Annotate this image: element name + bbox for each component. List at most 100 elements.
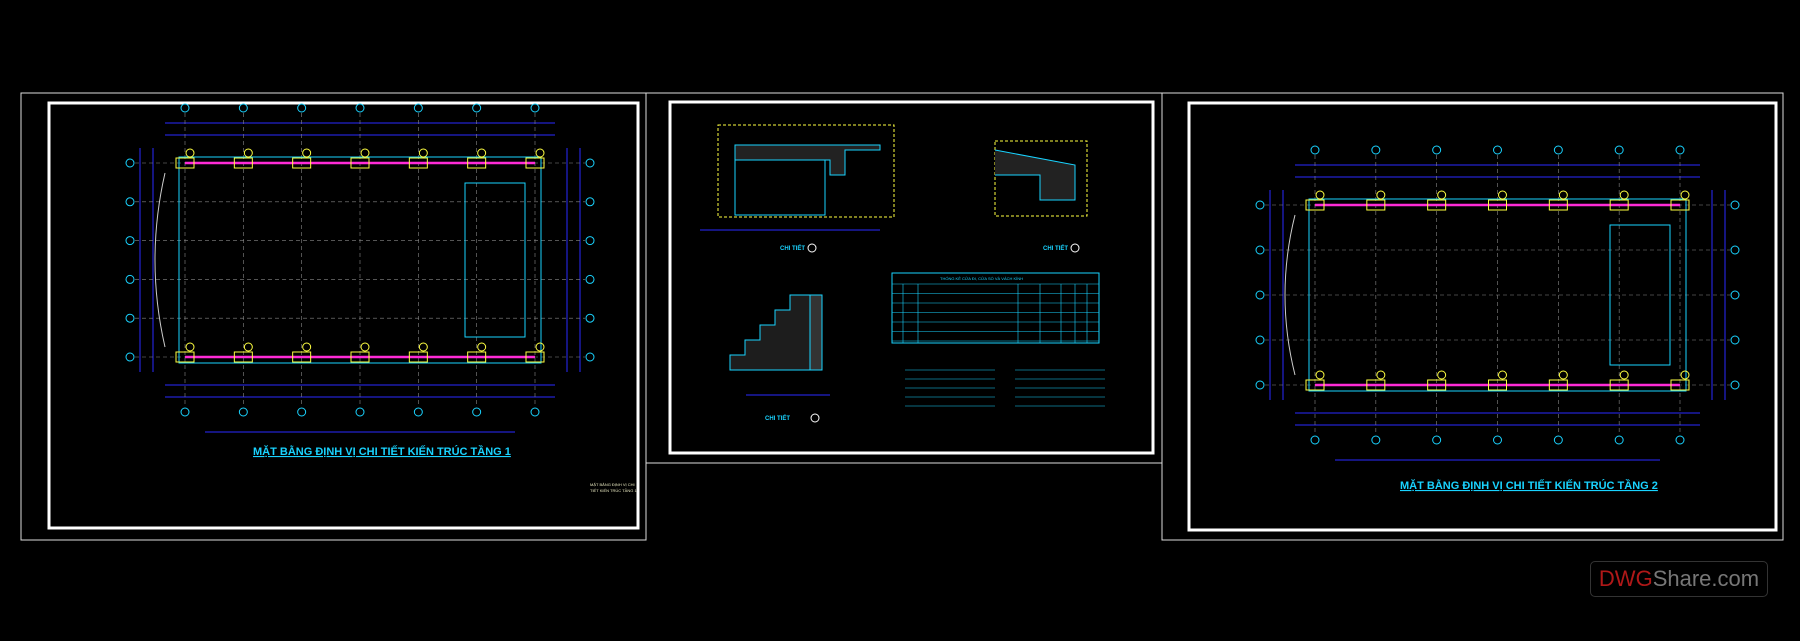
axis-bubble [125,274,135,284]
column-tag [1619,370,1629,380]
axis-bubble [125,313,135,323]
detail-label-2: CHI TIẾT [1043,245,1068,252]
column-tag [243,342,253,352]
axis-bubble [297,407,307,417]
axis-bubble [125,352,135,362]
detail-2: CHI TIẾT [994,140,1088,253]
axis-bubble [1432,435,1442,445]
column [1305,199,1325,211]
column-tag [1498,190,1507,200]
axis-bubble [530,103,540,113]
column-tag [477,342,487,352]
plan-title-level-1: MẶT BẰNG ĐỊNH VỊ CHI TIẾT KIẾN TRÚC TẦNG… [253,445,511,458]
axis-bubble [1614,435,1624,445]
column-tag [1558,370,1568,380]
curved-facade [154,172,166,348]
axis-bubble [585,236,595,246]
column [1427,379,1447,391]
axis-bubble [1432,145,1442,155]
column-tag [418,148,428,158]
plan-title-level-2: MẶT BẰNG ĐỊNH VỊ CHI TIẾT KIẾN TRÚC TẦNG… [1400,479,1658,492]
watermark-brand-red: DWG [1598,566,1653,591]
axis-bubble [1255,380,1265,390]
column [233,351,253,363]
column [1548,199,1568,211]
axis-bubble [413,103,423,113]
axis-bubble [355,103,365,113]
column [175,351,195,363]
table-title: THỐNG KÊ CỬA ĐI, CỬA SỔ VÀ VÁCH KÍNH [940,276,1023,281]
axis-bubble [1493,145,1502,155]
floor-plan-level-1 [125,103,595,433]
axis-bubble [1310,435,1320,445]
axis-bubble [1493,435,1502,445]
axis-bubble [297,103,307,113]
axis-bubble [1255,290,1265,300]
door-window-schedule-table: THỐNG KÊ CỬA ĐI, CỬA SỔ VÀ VÁCH KÍNH [891,272,1100,344]
curved-facade [1284,214,1296,376]
axis-bubble [530,407,540,417]
axis-bubble [585,197,595,207]
axis-bubble [413,407,423,417]
column-tag [1437,190,1447,200]
axis-bubble [1730,200,1740,210]
axis-bubble [1553,435,1563,445]
column [1609,379,1629,391]
axis-bubble [125,158,135,168]
detail-3-stair: CHI TIẾT [729,294,830,423]
column-tag [1315,190,1325,200]
column-tag [185,148,195,158]
axis-bubble [1730,380,1740,390]
axis-bubble [1730,245,1740,255]
detail-1: CHI TIẾT [700,124,895,253]
column-tag [1680,370,1690,380]
outer-wall [178,156,542,364]
column [467,351,487,363]
column [1548,379,1568,391]
column [1488,379,1507,391]
column-tag [243,148,253,158]
column [1305,379,1325,391]
axis-bubble [1371,145,1381,155]
column-tag [360,342,370,352]
column-tag [1680,190,1690,200]
axis-bubble [1730,335,1740,345]
column-tag [1376,370,1386,380]
sheet-right: MẶT BẰNG ĐỊNH VỊ CHI TIẾT KIẾN TRÚC TẦNG… [1161,92,1784,541]
column [1427,199,1447,211]
column-tag [1437,370,1447,380]
column-tag [535,148,545,158]
axis-bubble [585,158,595,168]
axis-bubble [1255,245,1265,255]
axis-bubble [472,103,482,113]
column [1609,199,1629,211]
column-tag [1376,190,1386,200]
column [408,351,428,363]
column-tag [1558,190,1568,200]
column [350,157,370,169]
column-tag [360,148,370,158]
axis-bubble [1553,145,1563,155]
axis-bubble [180,407,190,417]
column-tag [185,342,195,352]
axis-bubble [125,197,135,207]
axis-bubble [180,103,190,113]
axis-bubble [585,274,595,284]
axis-bubble [355,407,365,417]
column-tag [1498,370,1507,380]
stage [464,182,526,338]
column-tag [1315,370,1325,380]
outer-wall [1308,198,1687,392]
column [175,157,195,169]
floor-plan-level-2 [1255,145,1740,461]
dwgshare-watermark[interactable]: DWGShare.com [1590,561,1768,597]
axis-bubble [1255,335,1265,345]
axis-bubble [1730,290,1740,300]
column [233,157,253,169]
column [525,351,545,363]
axis-bubble [1255,200,1265,210]
sheet-left: MẶT BẰNG ĐỊNH VỊ CHI TIẾT KIẾN TRÚC TẦNG… [20,92,647,541]
column [525,157,545,169]
detail-label-1: CHI TIẾT [780,245,805,252]
